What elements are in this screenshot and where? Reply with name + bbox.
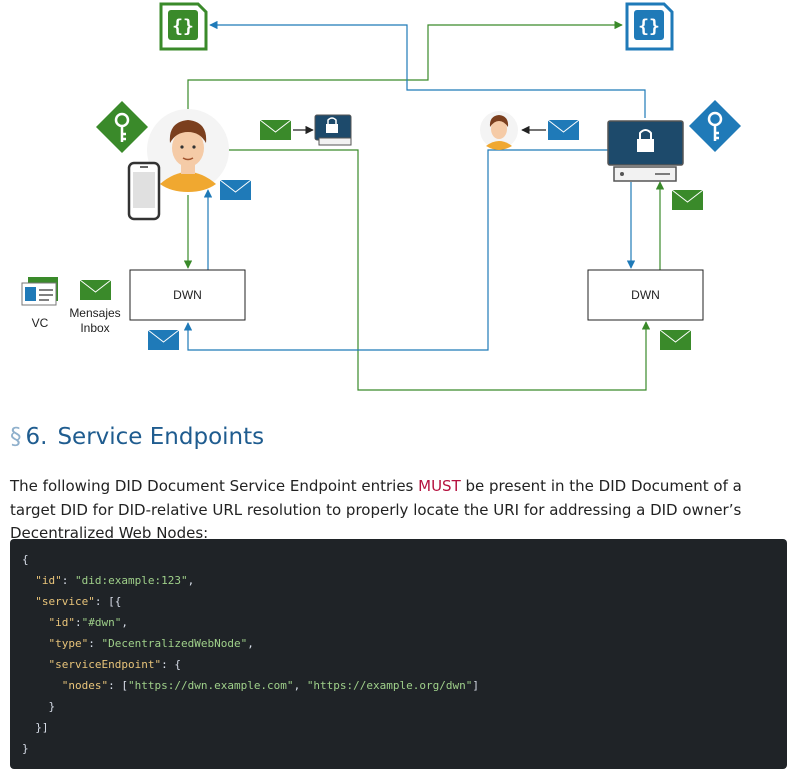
architecture-diagram: {} {}: [21, 2, 741, 391]
section-anchor-link[interactable]: §: [10, 424, 22, 450]
svg-text:{}: {}: [172, 16, 194, 37]
svg-text:{}: {}: [638, 16, 660, 37]
inbox-label-line1: Mensajes: [69, 306, 120, 320]
computer-icon-large: [607, 120, 684, 182]
did-document-icon-right: {}: [625, 2, 674, 51]
code-line: "service": [{: [35, 595, 122, 608]
envelope-icon-green-inbox: [79, 279, 112, 300]
dwn-label-right: DWN: [631, 288, 660, 302]
body-paragraph: The following DID Document Service Endpo…: [10, 475, 792, 546]
user-avatar-left: [147, 109, 229, 192]
did-document-icon-left: {}: [159, 2, 208, 51]
section-title: Service Endpoints: [57, 424, 265, 450]
envelope-icon-green-2: [671, 189, 704, 210]
envelope-icon-green-1: [259, 119, 292, 140]
code-line: {: [22, 553, 29, 566]
code-line: }: [22, 700, 56, 713]
dwn-box-left: DWN: [129, 269, 246, 321]
computer-icon-small: [314, 114, 352, 146]
key-icon-green: [96, 101, 148, 153]
key-icon-blue: [689, 100, 741, 152]
code-line: "id":"#dwn",: [48, 616, 129, 629]
dwn-label-left: DWN: [173, 288, 202, 302]
must-keyword: MUST: [418, 477, 461, 495]
code-line: "type": "DecentralizedWebNode",: [48, 637, 254, 650]
code-line: }]: [22, 721, 49, 734]
code-example: { "id": "did:example:123", "service": [{…: [10, 539, 787, 769]
paragraph-text-before: The following DID Document Service Endpo…: [10, 477, 419, 495]
code-line: "serviceEndpoint": {: [48, 658, 181, 671]
code-line: "id": "did:example:123",: [35, 574, 195, 587]
envelope-icon-blue-3: [147, 329, 180, 350]
section-number: 6.: [25, 424, 48, 450]
section-heading: §6. Service Endpoints: [10, 424, 264, 450]
user-avatar-right: [480, 111, 518, 150]
envelope-icon-blue-2: [547, 119, 580, 140]
code-line: "nodes": ["https://dwn.example.com", "ht…: [61, 679, 480, 692]
inbox-label-line2: Inbox: [80, 321, 109, 335]
credential-card-icon: [21, 277, 58, 306]
dwn-box-right: DWN: [587, 269, 704, 321]
paragraph-text-after: be present in the DID Document of a targ…: [10, 477, 742, 542]
code-line: }: [22, 742, 29, 755]
connector-lines: [183, 20, 665, 391]
phone-icon: [127, 161, 161, 221]
envelope-icon-blue-1: [219, 179, 252, 200]
envelope-icon-green-3: [659, 329, 692, 350]
vc-label: VC: [32, 316, 49, 330]
